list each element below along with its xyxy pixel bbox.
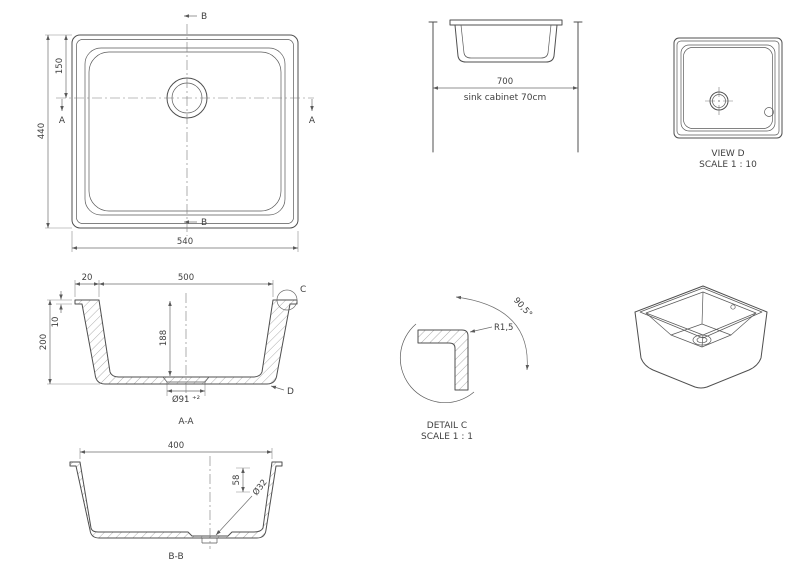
view-d-title: VIEW D [711,149,744,159]
plan-dim-drain-y: 150 [55,58,65,74]
sink-front-inner-profile [460,24,552,59]
plan-basin-bottom-edge [88,51,282,212]
section-b-label-bottom: B [201,218,207,228]
detail-c-radius-leader [469,326,493,333]
view-d-rim-line [676,40,780,136]
section-b-label-top: B [201,12,207,22]
section-aa-label: A-A [178,417,194,427]
aa-dim-flange: 20 [82,273,93,283]
iso-drain-outer [692,334,712,346]
detail-c-scale: SCALE 1 : 1 [421,432,473,442]
view-d: VIEW D SCALE 1 : 10 [673,37,783,170]
cabinet-caption: sink cabinet 70cm [464,93,546,103]
bb-dim-drain-offset: 58 [232,475,242,486]
iso-wall-edges [645,291,757,348]
section-a-label-left: A [59,116,66,126]
plan-centerlines [56,24,314,236]
detail-c-view: R1,5 90,5° DETAIL C SCALE 1 : 1 [399,295,534,442]
section-bb-drain-stub [201,538,218,544]
detail-d-leader [270,385,285,391]
iso-rim-outer [639,287,763,339]
section-bb-material [69,461,283,539]
iso-drain-inner [696,336,708,344]
view-d-scale: SCALE 1 : 10 [699,160,757,170]
detail-c-title: DETAIL C [427,421,467,431]
view-d-outer-edge [673,37,783,139]
iso-overflow-hole [730,304,736,310]
section-bb-label: B-B [168,552,183,562]
cabinet-walls [428,21,583,153]
plan-dim-width: 540 [177,237,193,247]
cabinet-front-view: 700 sink cabinet 70cm [428,19,583,153]
view-d-basin-bottom-edge [683,47,773,129]
plan-view: B B A A 440 150 540 [37,12,316,252]
plan-dim-depth: 440 [37,123,47,139]
view-d-centerlines [705,87,733,115]
plan-outer-edge [71,34,299,229]
section-a-a: C D 500 20 200 188 10 Ø91 ⁺² A-A [39,273,306,427]
iso-outer-silhouette [634,285,768,389]
section-b-b: 400 58 Ø32 B-B [69,441,283,562]
section-aa-material [74,299,298,385]
isometric-view [634,285,768,389]
aa-dim-rim-thickness: 10 [51,317,61,328]
detail-c-angle: 90,5° [511,296,534,320]
detail-c-marker: C [300,285,306,295]
iso-rim-inner [645,291,757,336]
aa-dim-height: 200 [39,334,49,350]
aa-dim-drain: Ø91 ⁺² [172,394,200,405]
detail-c-angle-arc [455,295,530,371]
cabinet-dim-width: 700 [497,77,513,87]
plan-basin-top-edge [84,47,286,216]
sink-front-profile [449,19,563,63]
section-a-label-right: A [309,116,316,126]
view-d-basin-top-edge [680,44,776,132]
detail-c-material [417,329,469,391]
aa-dim-opening: 500 [178,273,194,283]
detail-d-marker: D [287,387,294,397]
detail-c-radius: R1,5 [494,323,513,333]
detail-c-circle [276,289,298,311]
view-d-corner-hole [764,107,774,117]
bb-dim-drain-hole: Ø32 [250,477,269,498]
plan-extension-lines [45,34,299,252]
bb-drain-hole-leader [215,495,253,536]
aa-dim-inner-depth: 188 [159,330,169,346]
detail-c-break-line [399,323,475,404]
bb-dim-opening: 400 [168,441,184,451]
plan-rim-line [76,39,294,224]
